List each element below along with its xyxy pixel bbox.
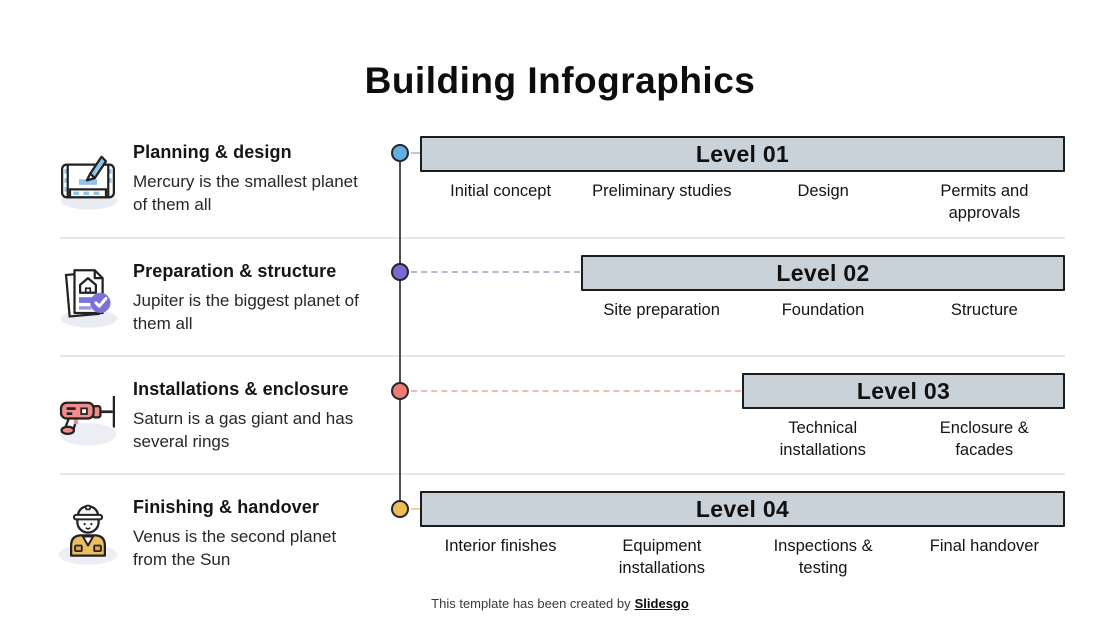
level-02-label: Level 02 (776, 259, 870, 286)
row-3-description: Saturn is a gas giant and has several ri… (133, 409, 354, 451)
footer-credit-text: This template has been created by (431, 596, 631, 611)
row-3-title: Installations & enclosure (133, 379, 349, 399)
level-item: Foundation (781, 301, 865, 319)
level-02-items: Site preparation Foundation Structure (581, 299, 1065, 321)
level-04-bar: Level 04 (420, 491, 1065, 527)
row-separator (60, 473, 1065, 475)
level-01-items: Initial concept Preliminary studies Desi… (420, 180, 1065, 224)
level-03-label: Level 03 (856, 377, 951, 404)
row-2-text: Preparation & structure Jupiter is the b… (133, 261, 373, 335)
level-item: Site preparation (603, 301, 720, 319)
timeline-connector-3 (411, 390, 741, 392)
document-check-icon (52, 259, 124, 331)
row-separator (60, 355, 1065, 357)
slidesgo-link[interactable]: Slidesgo (634, 596, 689, 611)
timeline-dot-1 (391, 144, 409, 162)
row-separator (60, 237, 1065, 239)
drill-icon (52, 378, 124, 450)
level-item: Design (797, 182, 849, 200)
level-item: Inspections & testing (773, 537, 873, 577)
blueprint-pencil-icon (52, 141, 124, 213)
row-1-description: Mercury is the smallest planet of them a… (133, 172, 358, 214)
level-02-bar: Level 02 (581, 255, 1065, 291)
level-item: Preliminary studies (592, 182, 732, 200)
timeline-line (399, 153, 401, 509)
timeline-dot-2 (391, 263, 409, 281)
page-title: Building Infographics (364, 60, 756, 101)
level-item: Equipment installations (618, 537, 705, 577)
level-item: Interior finishes (444, 537, 557, 555)
level-03-items: Technical installations Enclosure & faca… (742, 417, 1065, 461)
level-item: Technical installations (779, 419, 866, 459)
level-item: Permits and approvals (940, 182, 1029, 222)
timeline-connector-2 (411, 271, 580, 273)
level-04-items: Interior finishes Equipment installation… (420, 535, 1065, 579)
row-1-text: Planning & design Mercury is the smalles… (133, 142, 373, 216)
level-item: Final handover (929, 537, 1039, 555)
row-4-description: Venus is the second planet from the Sun (133, 527, 337, 569)
row-4-text: Finishing & handover Venus is the second… (133, 497, 373, 571)
level-01-label: Level 01 (695, 140, 790, 167)
level-item: Structure (950, 301, 1018, 319)
level-item: Initial concept (450, 182, 552, 200)
row-2-title: Preparation & structure (133, 261, 337, 281)
row-1-title: Planning & design (133, 142, 292, 162)
row-2-description: Jupiter is the biggest planet of them al… (133, 291, 359, 333)
row-4-title: Finishing & handover (133, 497, 320, 517)
timeline-dot-4 (391, 500, 409, 518)
level-03-bar: Level 03 (742, 373, 1065, 409)
level-item: Enclosure & facades (939, 419, 1029, 459)
row-3-text: Installations & enclosure Saturn is a ga… (133, 379, 373, 453)
level-04-label: Level 04 (695, 495, 790, 522)
construction-worker-icon (52, 496, 124, 568)
level-01-bar: Level 01 (420, 136, 1065, 172)
timeline-dot-3 (391, 382, 409, 400)
timeline-connector-4 (411, 508, 420, 510)
timeline-connector-1 (411, 152, 420, 154)
